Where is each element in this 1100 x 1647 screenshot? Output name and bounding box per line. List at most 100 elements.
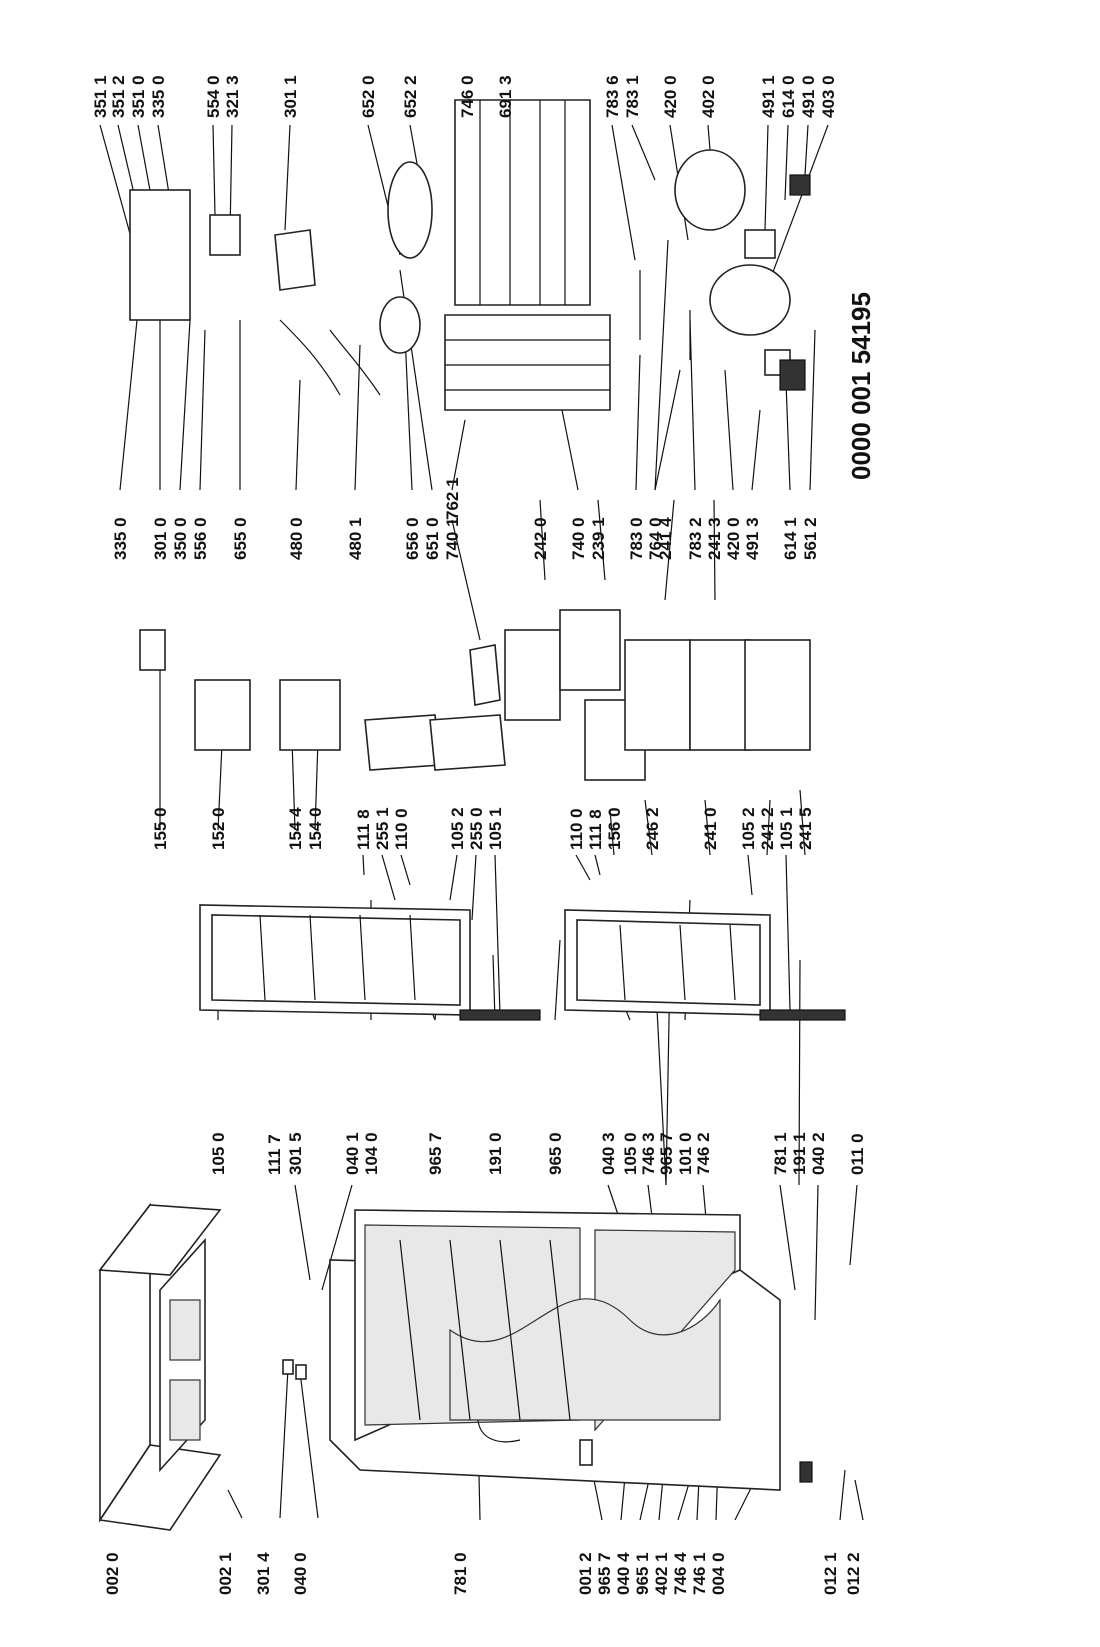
part-label: 002 0 — [103, 1552, 122, 1595]
part-label: 101 0 — [676, 1132, 695, 1175]
part-label: 351 2 — [109, 75, 128, 118]
part-label: 152 0 — [209, 807, 228, 850]
part-label: 762 1 — [443, 477, 462, 520]
part-label: 246 2 — [643, 807, 662, 850]
part-label: 350 0 — [171, 517, 190, 560]
part-label: 040 2 — [809, 1132, 828, 1175]
part-label: 652 2 — [401, 75, 420, 118]
part-label: 651 0 — [423, 517, 442, 560]
part-label: 420 0 — [724, 517, 743, 560]
part-label: 242 0 — [531, 517, 550, 560]
part-label: 746 2 — [694, 1132, 713, 1175]
part-label: 491 0 — [799, 75, 818, 118]
part-label: 965 7 — [657, 1132, 676, 1175]
part-label: 111 7 — [265, 1134, 284, 1175]
part-label: 105 2 — [739, 807, 758, 850]
part-label: 191 0 — [486, 1132, 505, 1175]
part-label: 402 0 — [699, 75, 718, 118]
part-label: 154 4 — [286, 807, 305, 850]
part-label: 301 0 — [151, 517, 170, 560]
part-label: 335 0 — [149, 75, 168, 118]
part-label: 301 1 — [281, 75, 300, 118]
part-label: 965 7 — [595, 1552, 614, 1595]
part-label: 652 0 — [359, 75, 378, 118]
part-label: 105 0 — [209, 1132, 228, 1175]
part-label: 004 0 — [709, 1552, 728, 1595]
part-label: 783 1 — [623, 75, 642, 118]
part-label: 691 3 — [496, 75, 515, 118]
part-label: 783 0 — [627, 517, 646, 560]
part-label: 301 5 — [286, 1132, 305, 1175]
part-label: 239 1 — [589, 517, 608, 560]
part-label: 156 0 — [605, 807, 624, 850]
part-label: 002 1 — [216, 1552, 235, 1595]
part-label: 012 2 — [844, 1552, 863, 1595]
part-label: 335 0 — [111, 517, 130, 560]
part-label: 965 0 — [546, 1132, 565, 1175]
part-label: 104 0 — [362, 1132, 381, 1175]
document-number: 0000 001 54195 — [846, 292, 876, 480]
part-label: 420 0 — [661, 75, 680, 118]
part-label: 105 2 — [448, 807, 467, 850]
part-label: 402 1 — [652, 1552, 671, 1595]
part-label: 740 0 — [569, 517, 588, 560]
part-label: 746 4 — [671, 1552, 690, 1595]
part-label: 351 0 — [129, 75, 148, 118]
part-label: 255 1 — [373, 807, 392, 850]
part-label: 255 0 — [467, 807, 486, 850]
part-label: 111 8 — [586, 809, 605, 850]
part-label: 740 1 — [443, 517, 462, 560]
part-label: 241 0 — [701, 807, 720, 850]
part-label: 554 0 — [204, 75, 223, 118]
part-label: 491 1 — [759, 75, 778, 118]
part-label: 561 2 — [801, 517, 820, 560]
part-label: 965 1 — [633, 1552, 652, 1595]
part-label: 040 4 — [614, 1552, 633, 1595]
part-label: 040 0 — [291, 1552, 310, 1595]
part-label: 746 3 — [639, 1132, 658, 1175]
part-label: 001 2 — [576, 1552, 595, 1595]
part-label: 655 0 — [231, 517, 250, 560]
part-label: 040 1 — [343, 1132, 362, 1175]
part-freezer-door — [199, 904, 541, 1021]
part-label: 040 3 — [599, 1132, 618, 1175]
part-label: 614 0 — [779, 75, 798, 118]
part-label: 012 1 — [821, 1552, 840, 1595]
part-label: 746 0 — [458, 75, 477, 118]
part-label: 110 0 — [567, 808, 586, 850]
part-label: 556 0 — [191, 517, 210, 560]
part-cabinet — [329, 1209, 813, 1491]
part-cooling-system — [129, 99, 811, 411]
part-label: 110 0 — [392, 808, 411, 850]
part-label: 491 3 — [743, 517, 762, 560]
part-label: 105 0 — [621, 1132, 640, 1175]
part-label: 351 1 — [91, 75, 110, 118]
part-label: 764 0 — [646, 517, 665, 560]
part-label: 301 4 — [254, 1552, 273, 1595]
part-fridge-door — [564, 909, 846, 1021]
part-label: 155 0 — [151, 807, 170, 850]
part-label: 480 0 — [287, 517, 306, 560]
part-label: 965 7 — [426, 1132, 445, 1175]
part-label: 614 1 — [781, 517, 800, 560]
part-label: 105 1 — [777, 807, 796, 850]
part-label: 783 6 — [603, 75, 622, 118]
part-label: 241 4 — [656, 517, 675, 560]
part-label: 321 3 — [223, 75, 242, 118]
part-label: 783 2 — [686, 517, 705, 560]
part-label: 191 1 — [790, 1132, 809, 1175]
part-label: 241 2 — [758, 807, 777, 850]
part-label: 241 5 — [796, 807, 815, 850]
part-label: 656 0 — [403, 517, 422, 560]
part-shelves-and-drawers — [139, 609, 811, 781]
part-label: 781 1 — [771, 1132, 790, 1175]
part-label: 403 0 — [819, 75, 838, 118]
part-label: 746 1 — [690, 1552, 709, 1595]
part-label: 781 0 — [451, 1552, 470, 1595]
part-label: 011 0 — [848, 1133, 867, 1175]
part-label: 111 8 — [354, 809, 373, 850]
part-top-covers — [98, 1202, 307, 1531]
part-label: 480 1 — [346, 517, 365, 560]
